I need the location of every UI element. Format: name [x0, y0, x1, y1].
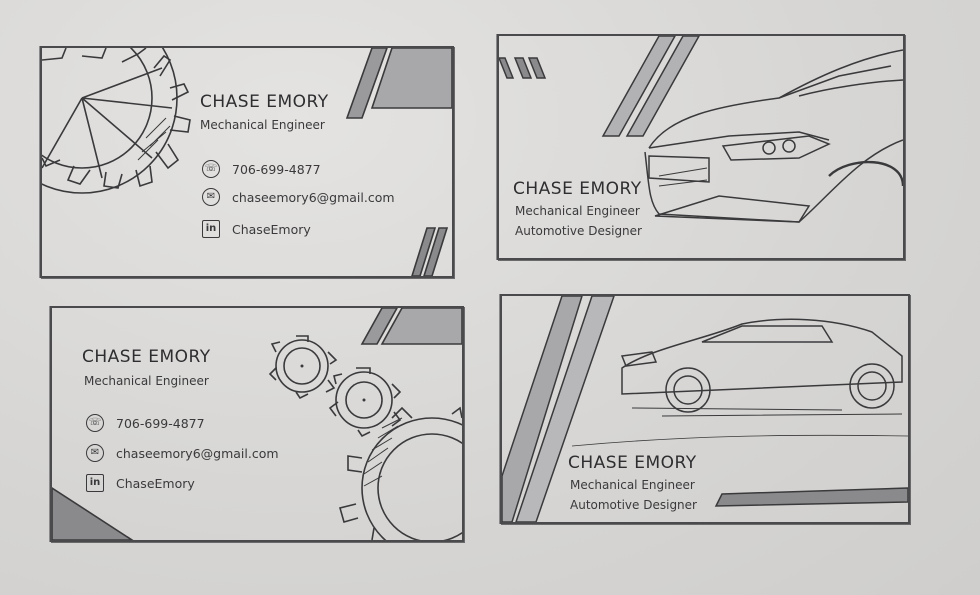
business-card-2: CHASE EMORY Mechanical Engineer Automoti… — [497, 34, 905, 260]
envelope-icon: ✉ — [202, 188, 220, 206]
phone-text: 706-699-4877 — [232, 161, 321, 177]
linkedin-text: ChaseEmory — [116, 475, 195, 491]
linkedin-row: in ChaseEmory — [202, 220, 311, 238]
business-card-1: CHASE EMORY Mechanical Engineer ☏ 706-69… — [40, 46, 454, 278]
card-title-2: Automotive Designer — [515, 224, 642, 238]
email-text: chaseemory6@gmail.com — [116, 445, 279, 461]
phone-row: ☏ 706-699-4877 — [202, 160, 321, 178]
card-title: Mechanical Engineer — [515, 204, 640, 218]
email-row: ✉ chaseemory6@gmail.com — [86, 444, 279, 462]
car-front-sketch — [499, 36, 903, 223]
email-text: chaseemory6@gmail.com — [232, 189, 395, 205]
linkedin-icon: in — [86, 474, 104, 492]
business-card-4: CHASE EMORY Mechanical Engineer Automoti… — [500, 294, 910, 524]
card-name: CHASE EMORY — [82, 347, 211, 367]
envelope-icon: ✉ — [86, 444, 104, 462]
card-title: Mechanical Engineer — [84, 374, 209, 388]
card-title-2: Automotive Designer — [570, 498, 697, 512]
linkedin-icon: in — [202, 220, 220, 238]
phone-icon: ☏ — [86, 414, 104, 432]
card-name: CHASE EMORY — [513, 179, 642, 199]
card-name: CHASE EMORY — [200, 92, 329, 112]
linkedin-text: ChaseEmory — [232, 221, 311, 237]
email-row: ✉ chaseemory6@gmail.com — [202, 188, 395, 206]
linkedin-row: in ChaseEmory — [86, 474, 195, 492]
business-card-3: CHASE EMORY Mechanical Engineer ☏ 706-69… — [50, 306, 464, 542]
gears-sketch — [52, 308, 462, 540]
phone-icon: ☏ — [202, 160, 220, 178]
card-title: Mechanical Engineer — [570, 478, 695, 492]
card-name: CHASE EMORY — [568, 453, 697, 473]
car-side-sketch — [502, 296, 908, 522]
phone-row: ☏ 706-699-4877 — [86, 414, 205, 432]
phone-text: 706-699-4877 — [116, 415, 205, 431]
card-title: Mechanical Engineer — [200, 118, 325, 132]
gear-sketch — [42, 48, 452, 276]
